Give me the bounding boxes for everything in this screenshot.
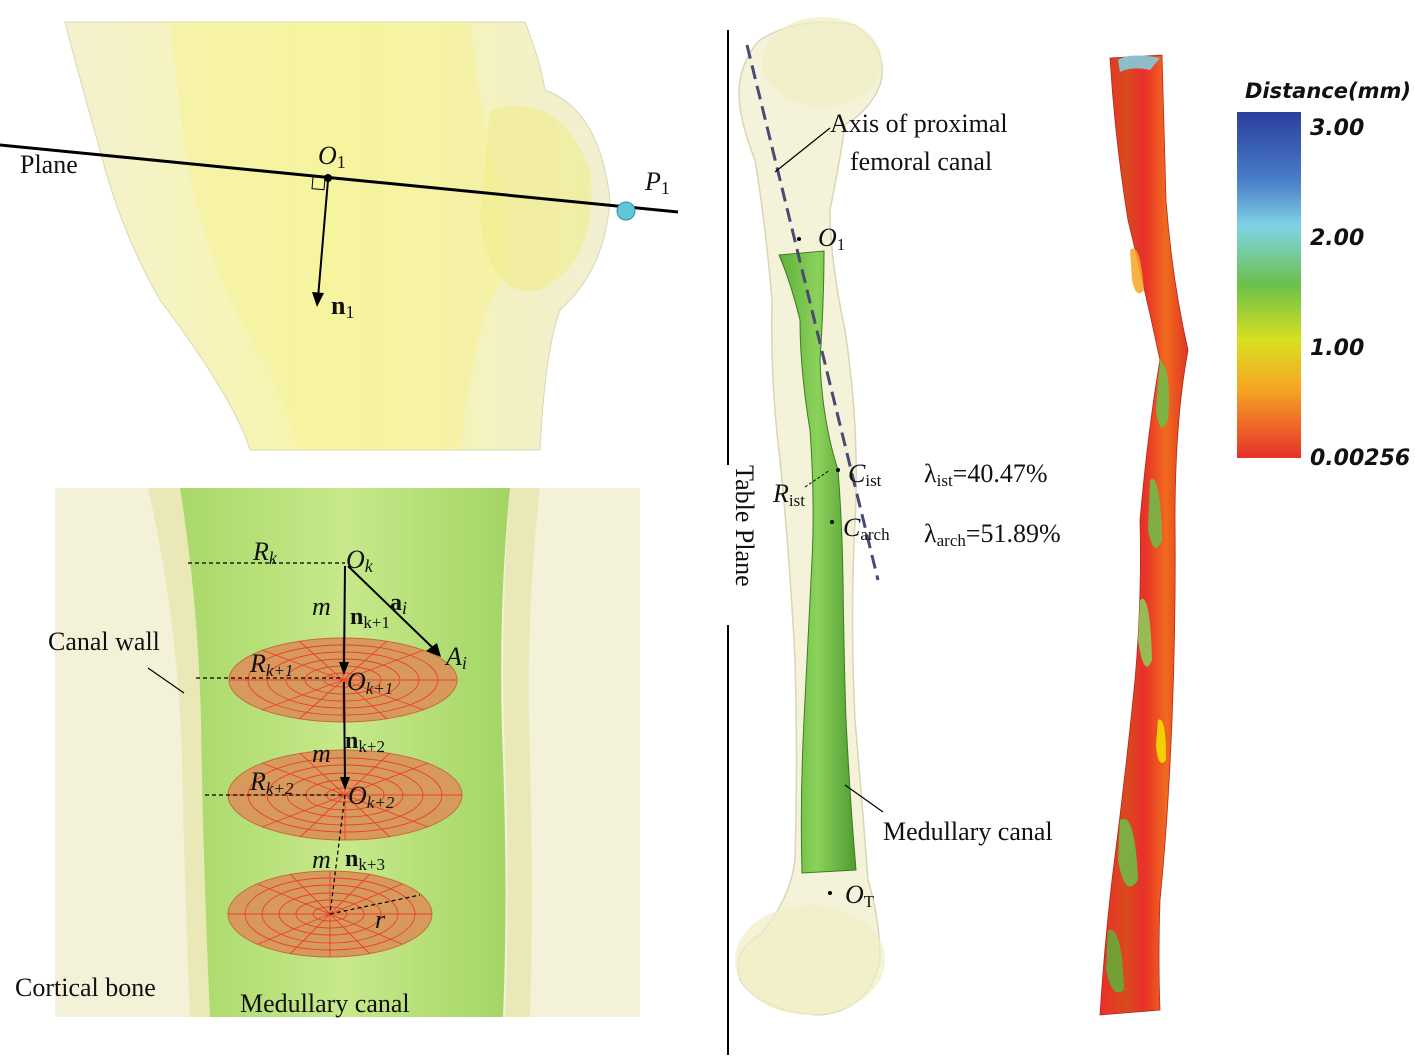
heatmap-patches: [1106, 55, 1169, 993]
ok-label: Ok: [346, 545, 374, 576]
axis-pointer: [774, 127, 831, 173]
femoral-head: [762, 17, 882, 107]
nk3-label: nk+3: [345, 846, 385, 874]
o1-label: O1: [318, 141, 346, 172]
plane-line: [0, 143, 679, 214]
rist-label: Rist: [772, 479, 805, 510]
medullary-canal-label-mid: Medullary canal: [883, 817, 1053, 846]
canal-wall-label: Canal wall: [48, 627, 160, 656]
cortical-bone-label: Cortical bone: [15, 973, 156, 1002]
carch-label: Carch: [843, 513, 890, 544]
axis-label-line1: Axis of proximal: [830, 109, 1008, 138]
nk2-label: nk+2: [345, 728, 385, 756]
r-label: r: [375, 905, 386, 934]
o1-mid-point: [797, 237, 801, 241]
axis-label-line2: femoral canal: [850, 147, 992, 176]
legend-tick-0: 0.00256: [1310, 446, 1410, 471]
o1-mid-label: O1: [818, 223, 845, 254]
n1-arrowhead: [312, 292, 324, 307]
cist-label: Cist: [848, 459, 882, 490]
right-angle-mark: [311, 176, 326, 191]
p1-label: P1: [644, 167, 670, 198]
rk-label: Rk: [252, 537, 278, 568]
middle-panel: Table Plane Axis of proximal femoral can…: [712, 17, 1061, 1055]
plane-label: Plane: [20, 150, 78, 179]
legend-colorbar: [1237, 112, 1301, 458]
lambda-ist-text: λist=40.47%: [924, 459, 1048, 490]
o1-point: [324, 174, 332, 182]
legend-title: Distance(mm): [1245, 79, 1411, 103]
cross-section-k1: [228, 637, 458, 723]
normal-vectors: [339, 565, 441, 790]
lambda-arch-text: λarch=51.89%: [924, 519, 1061, 550]
p1-point: [616, 201, 636, 221]
canal-wall-right: [503, 488, 540, 1017]
bottom-left-panel: Rk Ok ai m nk+1 Ai Canal wall Rk+1 Ok+1 …: [15, 488, 640, 1018]
condyle-region: [735, 905, 885, 1015]
m-label-3: m: [312, 845, 331, 874]
canal-wall-pointer: [147, 667, 185, 694]
rist-pointer: [804, 469, 831, 488]
ai-label: ai: [390, 590, 407, 618]
canal-wall-left: [148, 488, 210, 1017]
medullary-pointer: [844, 784, 884, 813]
right-panel: Distance(mm) 3.00 2.00 1.00 0.00256: [1099, 54, 1411, 1016]
carch-point: [830, 520, 834, 524]
rk2-label: Rk+2: [249, 767, 294, 798]
legend-tick-2: 2.00: [1310, 226, 1364, 251]
ot-label: OT: [845, 880, 875, 911]
nk1-label: nk+1: [350, 604, 390, 632]
medullary-canal-label-left: Medullary canal: [240, 989, 410, 1018]
bone-inner-top: [170, 22, 508, 450]
top-left-panel: Plane O1 P1 n1: [0, 21, 679, 451]
cist-point: [836, 468, 840, 472]
legend-tick-3: 3.00: [1310, 116, 1364, 141]
ok1-label: Ok+1: [347, 667, 393, 698]
n1-label: n1: [331, 291, 354, 322]
n1-vector: [317, 179, 329, 299]
legend-tick-1: 1.00: [1310, 336, 1364, 361]
radius-guides: [188, 562, 421, 915]
m-label-1: m: [312, 592, 331, 621]
m-label-2: m: [312, 739, 331, 768]
rk1-label: Rk+1: [249, 649, 293, 680]
Ai-label: Ai: [444, 642, 467, 673]
ot-point: [828, 891, 832, 895]
ok2-label: Ok+2: [348, 781, 395, 812]
table-plane-label-bg: [712, 465, 744, 625]
femoral-canal: [778, 250, 857, 874]
proximal-axis: [745, 44, 880, 581]
distance-heatmap-canal: [1099, 54, 1189, 1016]
table-plane-label: Table Plane: [730, 465, 759, 587]
